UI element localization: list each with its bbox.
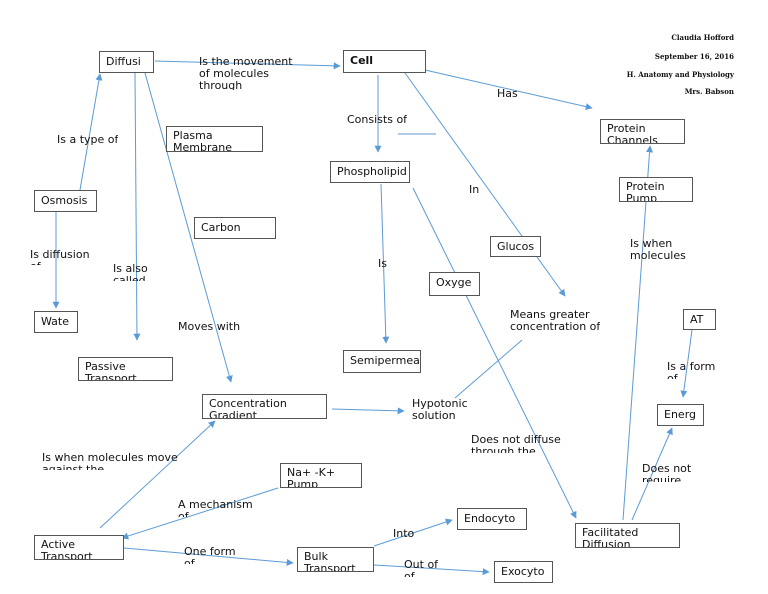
node-osmosis[interactable]: Osmosis xyxy=(34,190,97,212)
connector-active-concentration xyxy=(99,420,216,529)
label-means-greater-concentration: Means greater concentration of xyxy=(510,309,601,333)
node-na-k-pump[interactable]: Na+ -K+ Pump xyxy=(280,463,362,488)
node-diffusion[interactable]: Diffusi xyxy=(99,51,154,73)
date-text: September 16, 2016 xyxy=(654,52,734,61)
label-moves-with: Moves with xyxy=(178,321,241,333)
author-name: Claudia Hofford xyxy=(671,33,734,42)
label-is-also-called: Is also called xyxy=(113,263,148,281)
label-out-of: Out of of xyxy=(404,559,439,577)
course-text: H. Anatomy and Physiology xyxy=(626,70,734,79)
connector-phospholipid-semipermeable xyxy=(380,183,390,344)
label-into: Into xyxy=(393,528,415,540)
label-move-against: Is when molecules move against the xyxy=(42,452,178,470)
label-is-when-molecules: Is when molecules xyxy=(630,238,686,262)
connector-diffusion-concentration xyxy=(144,72,233,383)
node-protein-channels[interactable]: Protein Channels xyxy=(600,119,685,144)
connector-facilitated-energy xyxy=(631,427,673,521)
label-is-a-type-of: Is a type of xyxy=(57,134,119,146)
label-is-a-form-of: Is a form of xyxy=(667,361,716,379)
label-one-form-of: One form of xyxy=(184,546,236,564)
label-consists-of: Consists of xyxy=(347,114,408,126)
connector-bulk-exocytosis xyxy=(373,564,490,576)
connector-cell-glucose xyxy=(404,72,566,297)
node-glucose[interactable]: Glucos xyxy=(490,236,541,257)
connector-pump-active xyxy=(121,487,279,540)
node-oxygen[interactable]: Oxyge xyxy=(429,272,480,296)
node-bulk-transport[interactable]: Bulk Transport xyxy=(297,547,374,572)
node-phospholipid[interactable]: Phospholipid xyxy=(330,161,410,183)
connector-active-bulk xyxy=(123,547,294,566)
node-energy[interactable]: Energ xyxy=(657,404,704,426)
node-plasma-membrane[interactable]: Plasma Membrane xyxy=(166,126,263,152)
node-semipermeable[interactable]: Semipermea xyxy=(343,350,421,373)
connector-atp-energy xyxy=(680,329,693,398)
connector-hypotonic-greater xyxy=(454,339,523,399)
connector-diffusion-cell xyxy=(154,60,341,70)
node-protein-pump[interactable]: Protein Pump xyxy=(619,177,693,202)
connector-cell-protein-channels xyxy=(424,69,593,111)
connector-osmosis-diffusion xyxy=(79,73,103,191)
label-is: Is xyxy=(378,258,387,270)
node-atp[interactable]: AT xyxy=(683,309,716,330)
node-passive-transport[interactable]: Passive Transport xyxy=(78,357,173,381)
connector-diffusion-passive xyxy=(133,72,141,341)
node-concentration-gradient[interactable]: Concentration Gradient xyxy=(202,394,327,419)
teacher-text: Mrs. Babson xyxy=(684,87,734,96)
connector-facilitated-pump xyxy=(622,145,654,521)
label-hypotonic-solution: Hypotonic solution xyxy=(412,398,468,422)
label-is-the-movement: Is the movement of molecules through xyxy=(199,56,293,90)
node-facilitated-diffusion[interactable]: Facilitated Diffusion xyxy=(575,523,680,548)
node-endocytosis[interactable]: Endocyto xyxy=(457,508,527,530)
node-active-transport[interactable]: Active Transport xyxy=(34,535,124,560)
label-has: Has xyxy=(497,88,518,100)
label-in: In xyxy=(469,184,480,196)
node-carbon[interactable]: Carbon xyxy=(194,217,276,239)
node-exocytosis[interactable]: Exocyto xyxy=(494,561,553,583)
connector-phospholipid-facilitated xyxy=(412,187,577,519)
label-a-mechanism-of: A mechanism of xyxy=(178,499,253,517)
connector-concentration-hypotonic xyxy=(331,407,405,415)
node-cell[interactable]: Cell xyxy=(343,50,426,73)
label-does-not-diffuse: Does not diffuse through the xyxy=(471,434,561,453)
label-does-not-require: Does not require xyxy=(642,463,692,482)
connector-bulk-endocytosis xyxy=(373,518,453,547)
label-is-diffusion-of: Is diffusion of xyxy=(30,249,90,265)
node-water[interactable]: Wate xyxy=(34,311,78,333)
